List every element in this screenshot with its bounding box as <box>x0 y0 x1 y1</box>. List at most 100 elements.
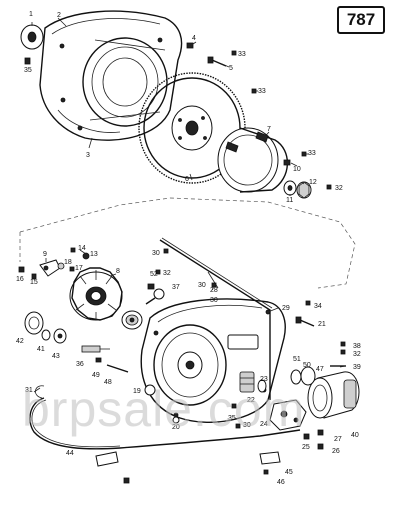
leader-lines-top <box>31 17 331 196</box>
part-41-washer <box>41 329 51 341</box>
callout-38: 38 <box>353 343 361 350</box>
callout-33-b: 33 <box>258 88 266 95</box>
part-4-dowel <box>186 42 194 49</box>
part-25-screw <box>303 433 310 440</box>
callout-36: 36 <box>76 361 84 368</box>
part-23-washer <box>257 379 267 393</box>
part-19-cover <box>140 298 286 423</box>
callout-10: 10 <box>293 166 301 173</box>
callout-22: 22 <box>247 397 255 404</box>
callout-labels: 1 2 3 4 5 6 7 8 9 10 11 12 13 14 15 16 1… <box>16 11 361 486</box>
part-12-nut <box>296 181 312 199</box>
leader-lines-bottom <box>33 249 347 393</box>
callout-46: 46 <box>277 479 285 486</box>
callout-24: 24 <box>260 421 268 428</box>
callout-18: 18 <box>64 259 72 266</box>
part-17-screw <box>69 266 75 272</box>
callout-11: 11 <box>286 197 293 204</box>
part-32-screw-right <box>340 349 346 355</box>
callout-23: 23 <box>260 376 268 383</box>
callout-49: 49 <box>92 372 100 379</box>
part-20-grommet <box>172 416 180 424</box>
part-21-bolt <box>295 316 315 327</box>
part-29-rod <box>159 237 273 400</box>
callout-7: 7 <box>267 126 271 133</box>
callout-9: 9 <box>43 251 47 258</box>
part-18-grommet <box>57 262 65 270</box>
callout-30-d: 30 <box>210 297 218 304</box>
part-30-screw-a <box>163 248 169 254</box>
part-52-screw <box>147 283 155 290</box>
part-6-ring-gear <box>138 72 246 184</box>
callout-35-b: 35 <box>228 415 236 422</box>
callout-31: 31 <box>25 387 33 394</box>
part-35-screw-lower <box>231 403 237 409</box>
callout-39: 39 <box>353 364 361 371</box>
callout-41: 41 <box>37 346 45 353</box>
callout-47: 47 <box>316 366 324 373</box>
callout-51: 51 <box>293 356 301 363</box>
callout-12: 12 <box>309 179 317 186</box>
callout-30-c: 30 <box>243 422 251 429</box>
callout-30-b: 30 <box>198 282 206 289</box>
part-44-cable <box>29 397 301 450</box>
callout-32-b: 32 <box>335 185 343 192</box>
part-22-gear <box>239 371 255 393</box>
callout-28: 28 <box>210 287 218 294</box>
part-13-wire-clip <box>82 252 90 260</box>
part-38-screw <box>340 341 346 347</box>
part-34-screw <box>305 300 311 306</box>
callout-21: 21 <box>318 321 326 328</box>
callout-43: 43 <box>52 353 60 360</box>
callout-32-a: 32 <box>163 270 171 277</box>
part-31-clip <box>35 385 45 399</box>
part-48-screw <box>106 364 129 373</box>
callout-5: 5 <box>229 65 233 72</box>
part-30-screw-b <box>211 282 217 288</box>
callout-35: 35 <box>24 67 32 74</box>
part-3-magneto-housing <box>39 10 183 141</box>
part-36-shaft <box>81 345 110 353</box>
part-51-washer <box>290 369 302 385</box>
part-30-screw-lower <box>235 423 241 429</box>
part-32-screw-mid <box>155 269 161 275</box>
callout-40: 40 <box>351 432 359 439</box>
callout-1: 1 <box>29 11 33 18</box>
callout-4: 4 <box>192 35 196 42</box>
callout-3: 3 <box>86 152 90 159</box>
callout-32-c: 32 <box>353 351 361 358</box>
cable-lower-bracket <box>95 451 130 484</box>
callout-25: 25 <box>302 444 310 451</box>
callout-33-a: 33 <box>238 51 246 58</box>
callout-26: 26 <box>332 448 340 455</box>
part-49-screw <box>95 357 102 363</box>
diagram-number: 787 <box>337 6 385 34</box>
part-1-washer <box>20 24 44 50</box>
part-47-starter-motor <box>307 371 360 419</box>
callout-48: 48 <box>104 379 112 386</box>
callout-45: 45 <box>285 469 293 476</box>
callout-34: 34 <box>314 303 322 310</box>
assembly-dashed-outline <box>19 197 356 289</box>
part-11-washer <box>283 180 297 196</box>
callout-27: 27 <box>334 436 342 443</box>
callout-2: 2 <box>57 12 61 19</box>
part-24-bracket <box>269 399 307 431</box>
callout-42: 42 <box>16 338 24 345</box>
part-45-bracket <box>259 451 281 465</box>
part-46-screw <box>263 469 269 475</box>
callout-13: 13 <box>90 251 98 258</box>
callout-44: 44 <box>66 450 74 457</box>
callout-6: 6 <box>185 176 189 183</box>
callout-19: 19 <box>133 388 141 395</box>
part-42-seal <box>24 311 44 335</box>
callout-52: 52 <box>150 271 158 278</box>
callout-30-a: 30 <box>152 250 160 257</box>
part-37-screw <box>145 288 165 305</box>
part-8-stator <box>69 267 123 321</box>
part-27-screw <box>317 429 324 436</box>
callout-16: 16 <box>16 276 24 283</box>
part-14-screw <box>70 247 76 253</box>
